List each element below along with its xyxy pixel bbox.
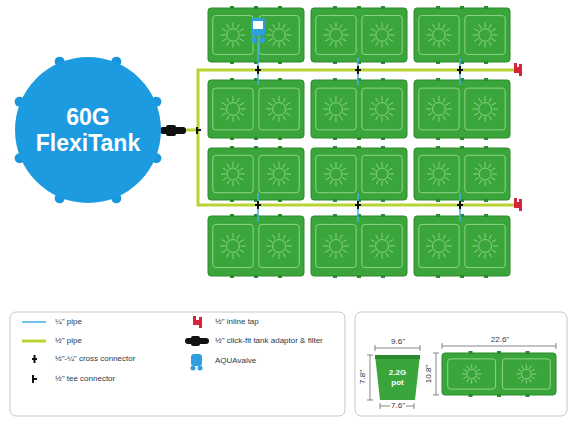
node-label: 2.2G pot [383,368,412,388]
legend-label: ½" click-fit tank adaptor & filter [214,336,324,346]
legend-label: ½" inline tap [214,317,260,327]
water-tank: 60G FlexiTank [10,52,166,208]
legend-label: ½" pipe [54,336,83,346]
legend-label: ¼" pipe [54,317,83,327]
dimension-label: 10.8" [424,364,434,384]
legend-label: ½"-¼" cross connector [54,354,136,364]
pot-shape: 2.2G pot [375,355,420,400]
dimension-label: 7.8" [358,369,368,385]
node-label: 60G FlexiTank [18,104,158,156]
legend-label: ½" tee connector [54,374,116,384]
dimension-label: 9.6" [390,337,406,347]
legend-label: AQUAvalve [214,356,257,366]
dimension-label: 22.6" [490,335,510,345]
dimension-label: 7.6" [390,401,406,411]
